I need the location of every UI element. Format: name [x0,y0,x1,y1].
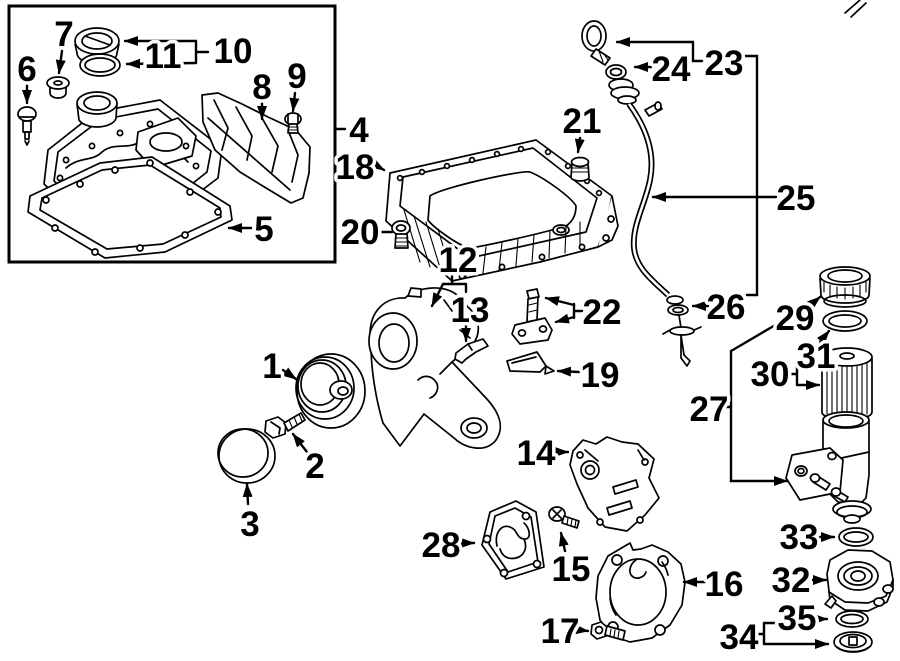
callout-15: 15 [552,550,591,589]
callout-17: 17 [541,612,580,651]
part-oil-pan [385,139,619,282]
callout-1: 1 [262,347,281,386]
callout-5: 5 [254,210,273,249]
leader-lines [22,36,836,649]
inset-box [7,4,337,264]
callout-25: 25 [777,179,816,218]
callout-12: 12 [439,241,478,280]
callout-28: 28 [422,526,461,565]
part-wedge-19 [506,351,555,375]
part-timing-cover-lower [595,542,686,643]
part-plug-21 [570,156,590,182]
callout-8: 8 [252,68,271,107]
callout-7: 7 [54,15,73,54]
callout-35: 35 [778,599,817,638]
callout-2: 2 [305,447,324,486]
callout-30: 30 [751,355,790,394]
callout-32: 32 [772,561,811,600]
part-oring-33 [838,527,874,547]
part-bolt-2 [264,412,306,439]
part-cropped-top-right [844,0,867,18]
callout-14: 14 [517,434,556,473]
part-filter-cap [819,266,871,308]
part-bolt-17 [590,621,626,641]
callout-33: 33 [780,518,819,557]
part-bolt-20 [391,220,411,249]
part-clip-13 [454,338,489,364]
part-bolt-15 [548,506,580,529]
part-valve-cover-gasket [27,156,233,259]
callout-22: 22 [583,293,622,332]
part-dipstick [581,20,702,367]
callout-11: 11 [145,37,182,76]
callout-18: 18 [336,148,375,187]
callout-34: 34 [720,618,759,657]
part-oil-level-sensor [511,288,553,345]
callout-3: 3 [240,505,259,544]
callout-4: 4 [349,111,369,150]
part-bolt-9 [284,112,302,134]
part-heat-shield [201,92,311,204]
part-oring-35 [835,610,869,628]
part-timing-cover-mid [569,436,660,532]
part-grommet [46,76,70,99]
part-crank-pulley [295,353,366,429]
callout-20: 20 [341,213,380,252]
part-cover-disc [217,428,276,484]
callout-23: 23 [705,44,744,83]
callout-19: 19 [581,356,620,395]
callout-9: 9 [287,57,306,96]
part-gasket-28 [481,500,545,580]
part-filter-housing [785,411,872,524]
callout-26: 26 [707,288,746,327]
part-oring-31 [822,310,868,332]
callout-21: 21 [563,102,602,141]
part-sensor-6 [17,106,37,146]
callout-27: 27 [690,390,729,429]
callout-10: 10 [214,32,253,71]
callout-6: 6 [17,50,36,89]
callout-16: 16 [705,565,744,604]
part-oil-cooler [824,549,894,612]
part-cap-seal [79,53,121,77]
callout-29: 29 [776,299,815,338]
callout-13: 13 [451,291,490,330]
callout-31: 31 [797,337,836,376]
part-filter-element [821,347,873,421]
part-plug-34 [833,631,873,653]
callout-24: 24 [652,50,691,89]
